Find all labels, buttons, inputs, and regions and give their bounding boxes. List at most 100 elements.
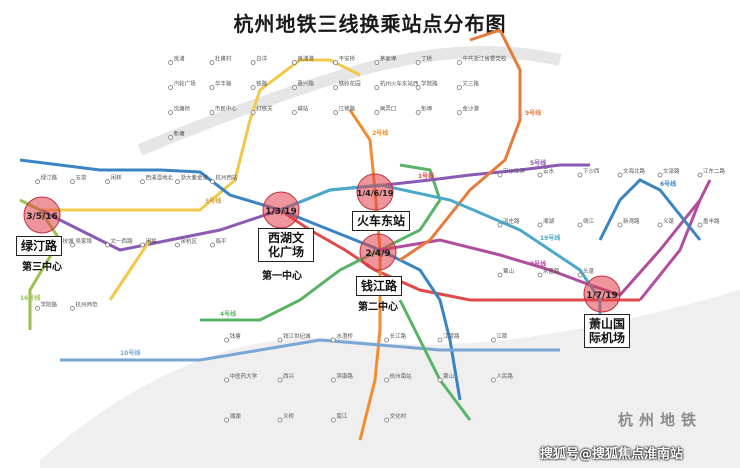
station-dot[interactable] <box>209 110 215 115</box>
station-dot[interactable] <box>277 337 283 343</box>
station-dot[interactable] <box>277 417 283 423</box>
station-name: 江东二路 <box>703 167 726 175</box>
station-dot[interactable] <box>168 135 174 140</box>
station-dot[interactable] <box>497 222 503 228</box>
station-dot[interactable] <box>537 172 543 178</box>
station-dots <box>35 60 703 423</box>
station-dot[interactable] <box>250 60 256 65</box>
station-dot[interactable] <box>224 417 230 423</box>
station-dot[interactable] <box>490 337 496 343</box>
hub-circle-lvdinglu[interactable] <box>23 196 61 234</box>
station-dot[interactable] <box>210 179 215 185</box>
station-name: 南江 <box>336 412 348 420</box>
station-dot[interactable] <box>333 110 339 115</box>
station-dot[interactable] <box>456 60 462 65</box>
station-dot[interactable] <box>415 110 421 115</box>
station-dot[interactable] <box>175 179 180 185</box>
station-dot[interactable] <box>70 179 75 185</box>
station-dot[interactable] <box>374 85 380 90</box>
station-dot[interactable] <box>384 337 390 343</box>
station-name: 文海北路 <box>623 167 646 175</box>
hub-name-huochedong[interactable]: 火车东站 <box>352 211 411 231</box>
station-dot[interactable] <box>330 377 336 383</box>
station-dot[interactable] <box>105 179 110 185</box>
station-dot[interactable] <box>209 85 215 90</box>
station-dot[interactable] <box>697 222 703 228</box>
station-dot[interactable] <box>497 172 503 178</box>
station-name: 余杭区 <box>181 237 198 245</box>
station-name: 闲林 <box>111 174 123 182</box>
station-dot[interactable] <box>35 179 40 185</box>
station-dot[interactable] <box>437 377 443 383</box>
watermark: 搜狐号@搜狐焦点淮南站 <box>540 447 684 462</box>
station-dot[interactable] <box>577 172 583 178</box>
hub-name-lvdinglu[interactable]: 绿汀路 <box>16 236 63 256</box>
station-dot[interactable] <box>250 85 256 90</box>
station-dot[interactable] <box>537 272 543 278</box>
hub-name-xihu[interactable]: 西湖文化广场 <box>258 228 314 262</box>
station-dot[interactable] <box>415 85 421 90</box>
station-dot[interactable] <box>168 85 174 90</box>
station-dot[interactable] <box>209 60 215 65</box>
station-dot[interactable] <box>415 60 421 65</box>
hub-circle-xiaoshan[interactable] <box>583 275 621 313</box>
station-name: 华丰路 <box>215 80 232 88</box>
station-name: 湘湖 <box>230 412 242 420</box>
station-dot[interactable] <box>140 179 145 185</box>
station-dot[interactable] <box>384 377 390 383</box>
station-dot[interactable] <box>497 272 503 278</box>
station-dot[interactable] <box>140 242 145 248</box>
station-dot[interactable] <box>291 85 297 90</box>
station-name: 文一西路 <box>111 237 134 245</box>
station-dot[interactable] <box>657 172 663 178</box>
station-dot[interactable] <box>35 305 40 311</box>
hub-name-qianjianglu[interactable]: 钱江路 <box>356 276 403 296</box>
station-dot[interactable] <box>577 222 583 228</box>
station-name: 丁桥 <box>421 55 433 63</box>
station-dot[interactable] <box>277 377 283 383</box>
station-dot[interactable] <box>374 110 380 115</box>
station-name: 滨康路 <box>336 372 353 380</box>
station-dot[interactable] <box>617 172 623 178</box>
center-label-second: 第二中心 <box>358 302 398 313</box>
station-dot[interactable] <box>384 417 390 423</box>
station-dot[interactable] <box>291 60 297 65</box>
station-name: 汽轮广场 <box>174 80 197 88</box>
station-name: 打铁关 <box>256 105 273 113</box>
station-dot[interactable] <box>490 377 496 383</box>
station-dot[interactable] <box>577 272 583 278</box>
station-dot[interactable] <box>657 222 663 228</box>
station-dot[interactable] <box>456 110 462 115</box>
center-label-third: 第三中心 <box>22 262 62 273</box>
station-dot[interactable] <box>437 337 443 343</box>
station-dot[interactable] <box>456 85 462 90</box>
station-dot[interactable] <box>697 172 703 178</box>
station-dot[interactable] <box>70 242 75 248</box>
station-dot[interactable] <box>210 242 215 248</box>
hub-circle-huochedong[interactable] <box>356 173 394 211</box>
station-dot[interactable] <box>291 110 297 115</box>
station-name: 西溪湿地北 <box>146 174 174 182</box>
station-dot[interactable] <box>330 337 336 343</box>
station-dot[interactable] <box>168 60 174 65</box>
station-dot[interactable] <box>224 337 230 343</box>
station-dot[interactable] <box>617 222 623 228</box>
station-name: 新塘 <box>174 130 186 138</box>
station-name: 闲福 <box>146 237 158 245</box>
station-dot[interactable] <box>250 110 256 115</box>
hub-name-xiaoshan[interactable]: 萧山国际机场 <box>584 314 630 348</box>
station-name: 云水 <box>543 167 555 175</box>
station-name: 彭埠 <box>421 105 433 113</box>
hub-circle-qianjianglu[interactable] <box>359 233 397 271</box>
station-dot[interactable] <box>330 417 336 423</box>
station-dot[interactable] <box>70 305 75 311</box>
station-dot[interactable] <box>374 60 380 65</box>
center-label-first: 第一中心 <box>262 271 302 282</box>
station-dot[interactable] <box>224 377 230 383</box>
station-dot[interactable] <box>537 222 543 228</box>
station-dot[interactable] <box>105 242 110 248</box>
station-dot[interactable] <box>333 60 339 65</box>
station-dot[interactable] <box>168 110 174 115</box>
station-dot[interactable] <box>333 85 339 90</box>
station-dot[interactable] <box>175 242 180 248</box>
